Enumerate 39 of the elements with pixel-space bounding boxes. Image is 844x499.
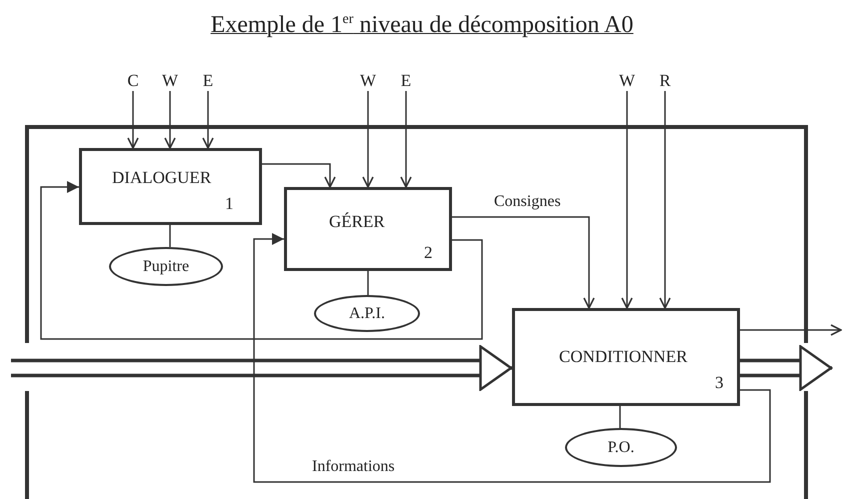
connector-line: [619, 406, 621, 428]
arrow: [362, 91, 374, 188]
mechanism-ellipse: P.O.: [565, 428, 677, 467]
mechanism-ellipse: A.P.I.: [314, 295, 420, 332]
arrow: [740, 324, 842, 336]
arrow: [127, 91, 139, 149]
arrow: [202, 91, 214, 149]
function-name: GÉRER: [329, 212, 385, 232]
edge-label: Consignes: [493, 193, 562, 211]
process-box: [284, 187, 452, 271]
title: Exemple de 1$^{er}$ niveau de décomposition A0: [210, 12, 634, 38]
arrow: [400, 91, 412, 188]
box-number: 2: [424, 243, 432, 263]
input-letter: W: [358, 71, 378, 91]
arrow: [659, 91, 671, 309]
input-letter: E: [396, 71, 416, 91]
input-letter: R: [655, 71, 675, 91]
arrow: [164, 91, 176, 149]
function-name: DIALOGUER: [112, 168, 212, 188]
process-box: [79, 148, 262, 225]
function-name: CONDITIONNER: [559, 347, 688, 367]
input-letter: W: [160, 71, 180, 91]
input-letter: C: [123, 71, 143, 91]
box-number: 3: [715, 373, 724, 393]
process-box: [512, 308, 740, 406]
connector-line: [367, 271, 369, 295]
input-letter: E: [198, 71, 218, 91]
context-frame: [25, 125, 808, 499]
arrow: [253, 233, 771, 483]
box-number: 1: [225, 194, 234, 214]
double-arrow: [738, 345, 834, 391]
arrow: [40, 181, 483, 340]
input-letter: W: [617, 71, 637, 91]
mechanism-ellipse: Pupitre: [109, 247, 223, 286]
connector-line: [169, 225, 171, 247]
double-arrow: [9, 345, 514, 391]
arrow: [621, 91, 633, 309]
arrow: [452, 216, 595, 309]
arrow: [262, 163, 336, 188]
